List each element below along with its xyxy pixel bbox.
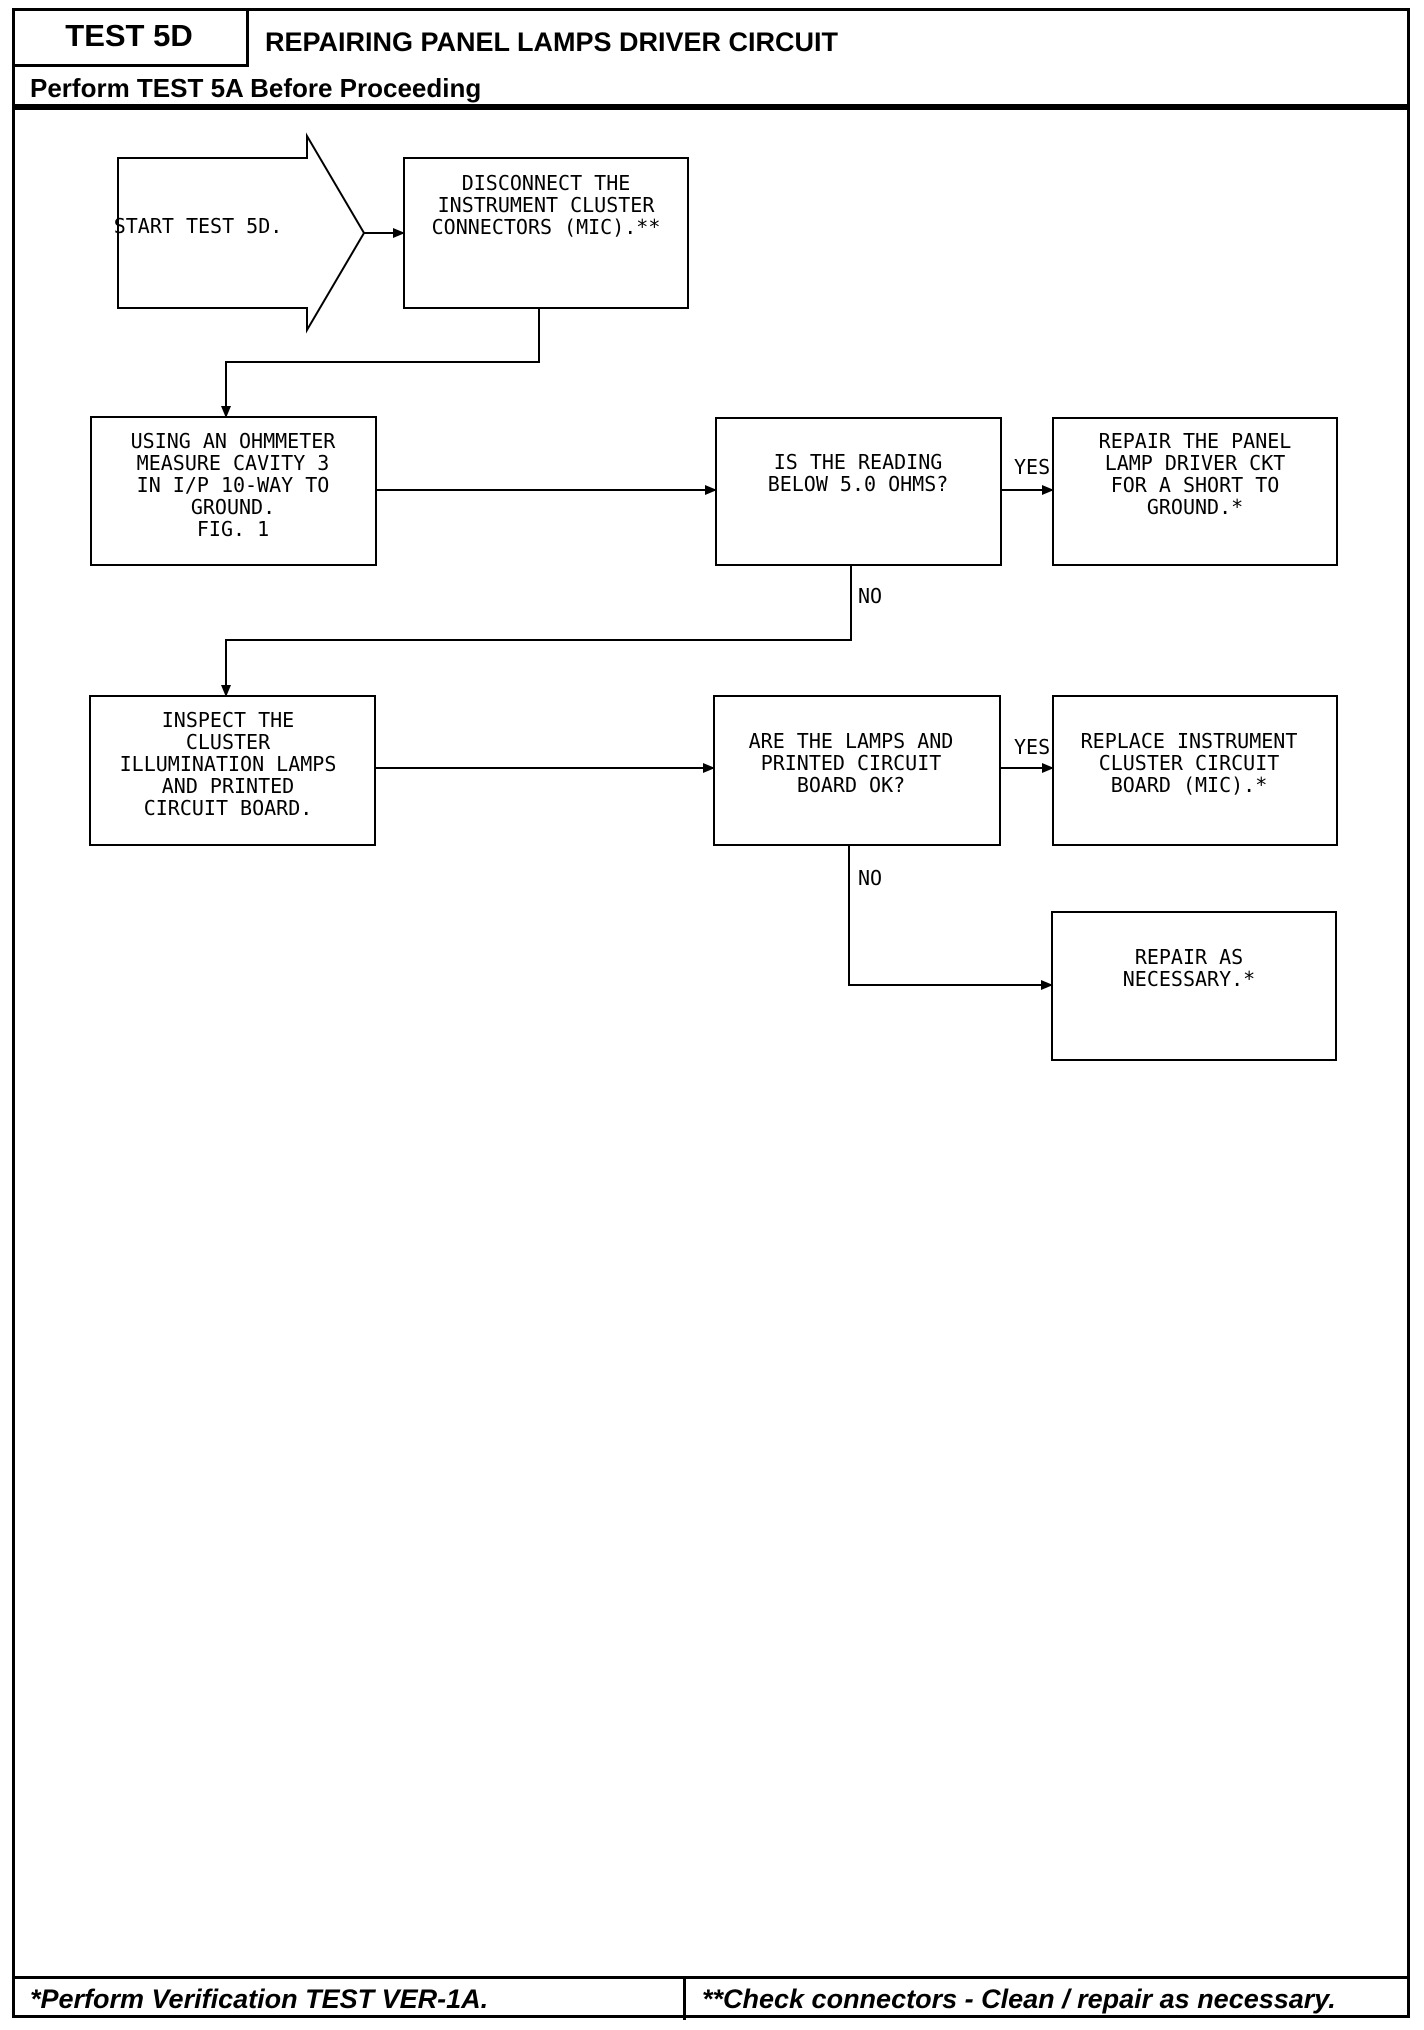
- page-frame: [12, 8, 1410, 2018]
- box-text-line: DISCONNECT THE: [462, 171, 631, 195]
- box-text-line: NECESSARY.*: [1123, 967, 1255, 991]
- box-text-line: IN I/P 10-WAY TO: [137, 473, 330, 497]
- label-yes-1: YES: [1014, 455, 1050, 479]
- arrow-question2-no: [848, 845, 1053, 990]
- box-text-line: AND PRINTED: [162, 774, 294, 798]
- box-text-line: REPAIR AS: [1135, 945, 1243, 969]
- footer-note-right: **Check connectors - Clean / repair as n…: [702, 1983, 1336, 2014]
- box-text-line: INSPECT THE: [162, 708, 294, 732]
- box-text-line: REPLACE INSTRUMENT: [1081, 729, 1298, 753]
- footer-column-divider: [683, 1976, 686, 2020]
- question2-box: [713, 695, 1001, 846]
- inspect-box: [89, 695, 376, 846]
- label-no-1: NO: [858, 584, 882, 608]
- repair-necessary-box: [1051, 911, 1337, 1061]
- arrow-disconnect-to-measure: [221, 308, 540, 418]
- repair-driver-box: [1052, 417, 1338, 566]
- question1-box: [715, 417, 1002, 566]
- subheader-divider: [12, 107, 1410, 110]
- start-shape: [117, 132, 366, 334]
- box-text-line: ARE THE LAMPS AND: [749, 729, 954, 753]
- box-text-line: ILLUMINATION LAMPS: [120, 752, 337, 776]
- box-text-line: CIRCUIT BOARD.: [144, 796, 313, 820]
- prerequisite-note: Perform TEST 5A Before Proceeding: [30, 72, 482, 103]
- test-id: TEST 5D: [12, 8, 249, 67]
- box-text-line: CLUSTER: [186, 730, 271, 754]
- start-text: START TEST 5D.: [114, 214, 283, 238]
- box-text-line: BOARD (MIC).*: [1111, 773, 1268, 797]
- box-text-line: BELOW 5.0 OHMS?: [768, 472, 949, 496]
- footer-divider: [12, 1976, 1410, 1979]
- box-text-line: CONNECTORS (MIC).**: [432, 215, 661, 239]
- box-text-line: CLUSTER CIRCUIT: [1099, 751, 1280, 775]
- box-text-line: FIG. 1: [197, 517, 269, 541]
- box-text-line: INSTRUMENT CLUSTER: [438, 193, 656, 217]
- box-text-line: REPAIR THE PANEL: [1099, 429, 1292, 453]
- box-text-line: USING AN OHMMETER: [131, 429, 337, 453]
- box-text-line: LAMP DRIVER CKT: [1105, 451, 1286, 475]
- arrow-question1-no: [221, 565, 852, 697]
- box-text-line: IS THE READING: [774, 450, 943, 474]
- replace-box: [1052, 695, 1338, 846]
- box-text-line: PRINTED CIRCUIT: [761, 751, 942, 775]
- box-text-line: FOR A SHORT TO: [1111, 473, 1280, 497]
- box-text-line: BOARD OK?: [797, 773, 905, 797]
- label-no-2: NO: [858, 866, 882, 890]
- box-text-line: MEASURE CAVITY 3: [137, 451, 330, 475]
- box-text-line: GROUND.: [191, 495, 275, 519]
- measure-box: [90, 416, 377, 566]
- page-title: REPAIRING PANEL LAMPS DRIVER CIRCUIT: [265, 26, 839, 57]
- box-text-line: START TEST 5D.: [114, 214, 283, 238]
- header-divider: [12, 104, 1410, 107]
- label-yes-2: YES: [1014, 735, 1050, 759]
- box-text-line: GROUND.*: [1147, 495, 1243, 519]
- footer-note-left: *Perform Verification TEST VER-1A.: [30, 1983, 489, 2014]
